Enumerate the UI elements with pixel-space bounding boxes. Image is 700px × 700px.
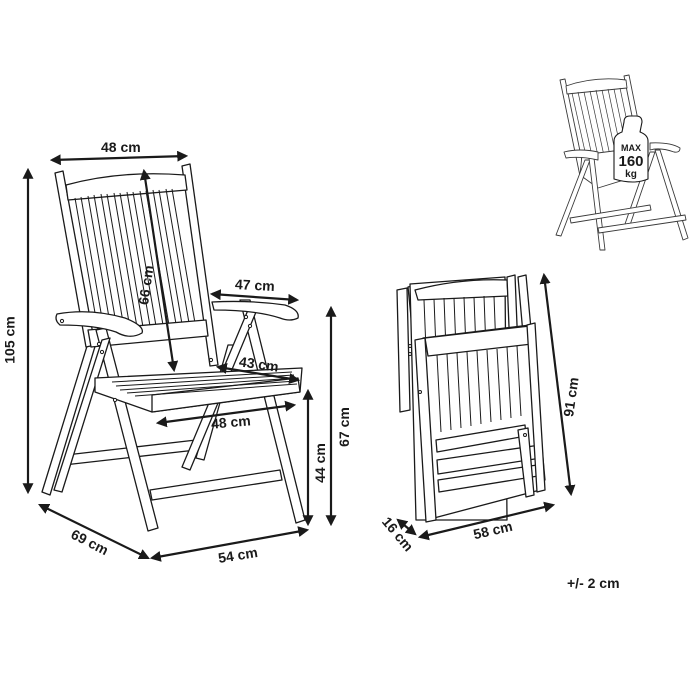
max-load-value: 160 [618,153,644,170]
max-load-unit: kg [625,169,637,180]
seat-width-label: 48 cm [210,412,252,432]
max-load-caption: MAX [621,143,641,153]
tolerance-note: +/- 2 cm [567,575,620,591]
seat-height-label: 44 cm [311,443,328,483]
backrest-width-label: 48 cm [101,139,141,155]
total-height-label: 105 cm [1,316,18,364]
folded-chair-drawing [396,274,546,523]
folded-chair-dimension-arrows [396,272,576,541]
armrest-length-label: 47 cm [234,275,276,295]
max-load-drawing [555,74,689,251]
armrest-height-label: 67 cm [335,407,352,447]
open-chair-drawing [41,163,306,532]
open-chair-dimension-arrows [22,150,337,562]
